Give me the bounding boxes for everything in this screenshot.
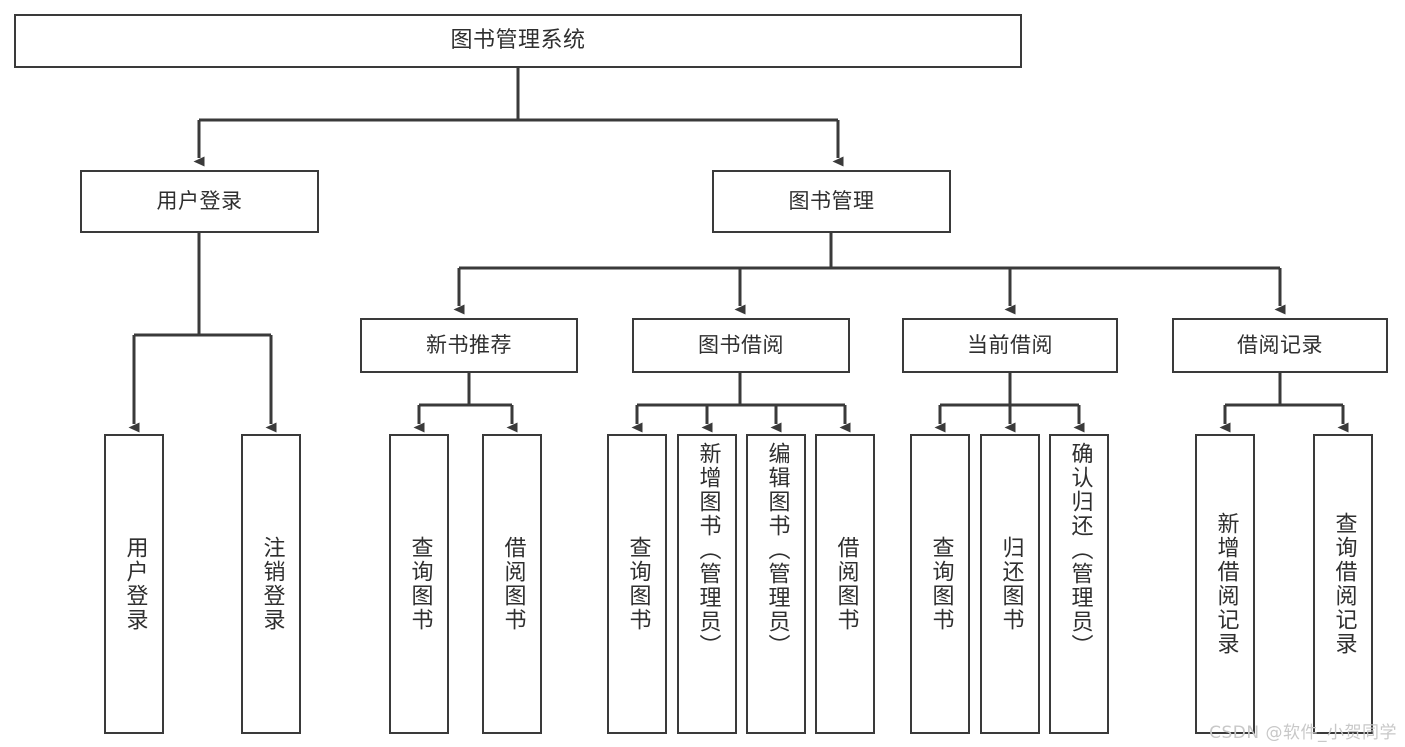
node-root-book-management-system[interactable]: 图书管理系统 — [14, 14, 1022, 68]
leaf-recommend-borrow-book[interactable]: 借阅图书 — [482, 434, 542, 734]
node-label: 借阅记录 — [1237, 332, 1323, 357]
node-user-login[interactable]: 用户登录 — [80, 170, 319, 233]
node-label: 归还图书 — [998, 536, 1024, 632]
node-label: 借阅图书 — [500, 536, 526, 632]
node-book-borrow[interactable]: 图书借阅 — [632, 318, 850, 373]
node-label: 编辑图书（管理员） — [764, 442, 790, 658]
node-label: 查询图书 — [407, 536, 433, 632]
node-label: 查询图书 — [928, 536, 954, 632]
leaf-borrow-query-book[interactable]: 查询图书 — [607, 434, 667, 734]
node-book-management[interactable]: 图书管理 — [712, 170, 951, 233]
node-label: 注销登录 — [259, 536, 285, 632]
node-borrow-record[interactable]: 借阅记录 — [1172, 318, 1388, 373]
node-label: 用户登录 — [122, 536, 148, 632]
leaf-return-book[interactable]: 归还图书 — [980, 434, 1040, 734]
leaf-current-query-book[interactable]: 查询图书 — [910, 434, 970, 734]
watermark: CSDN @软件_小贺同学 — [1209, 723, 1397, 743]
node-label: 查询借阅记录 — [1331, 512, 1357, 656]
leaf-add-borrow-record[interactable]: 新增借阅记录 — [1195, 434, 1255, 734]
node-label: 查询图书 — [625, 536, 651, 632]
leaf-logout[interactable]: 注销登录 — [241, 434, 301, 734]
leaf-recommend-query-book[interactable]: 查询图书 — [389, 434, 449, 734]
node-label: 图书管理系统 — [450, 27, 586, 53]
node-label: 新增借阅记录 — [1213, 512, 1239, 656]
node-current-borrow[interactable]: 当前借阅 — [902, 318, 1118, 373]
node-label: 新书推荐 — [426, 332, 512, 357]
node-new-book-recommend[interactable]: 新书推荐 — [360, 318, 578, 373]
leaf-borrow-borrow-book[interactable]: 借阅图书 — [815, 434, 875, 734]
node-label: 新增图书（管理员） — [695, 442, 721, 658]
leaf-edit-book-admin[interactable]: 编辑图书（管理员） — [746, 434, 806, 734]
leaf-user-login[interactable]: 用户登录 — [104, 434, 164, 734]
leaf-confirm-return-admin[interactable]: 确认归还（管理员） — [1049, 434, 1109, 734]
node-label: 确认归还（管理员） — [1067, 442, 1093, 658]
leaf-add-book-admin[interactable]: 新增图书（管理员） — [677, 434, 737, 734]
node-label: 借阅图书 — [833, 536, 859, 632]
node-label: 当前借阅 — [967, 332, 1053, 357]
node-label: 图书管理 — [788, 188, 875, 213]
node-label: 图书借阅 — [698, 332, 784, 357]
leaf-query-borrow-record[interactable]: 查询借阅记录 — [1313, 434, 1373, 734]
node-label: 用户登录 — [156, 188, 243, 213]
